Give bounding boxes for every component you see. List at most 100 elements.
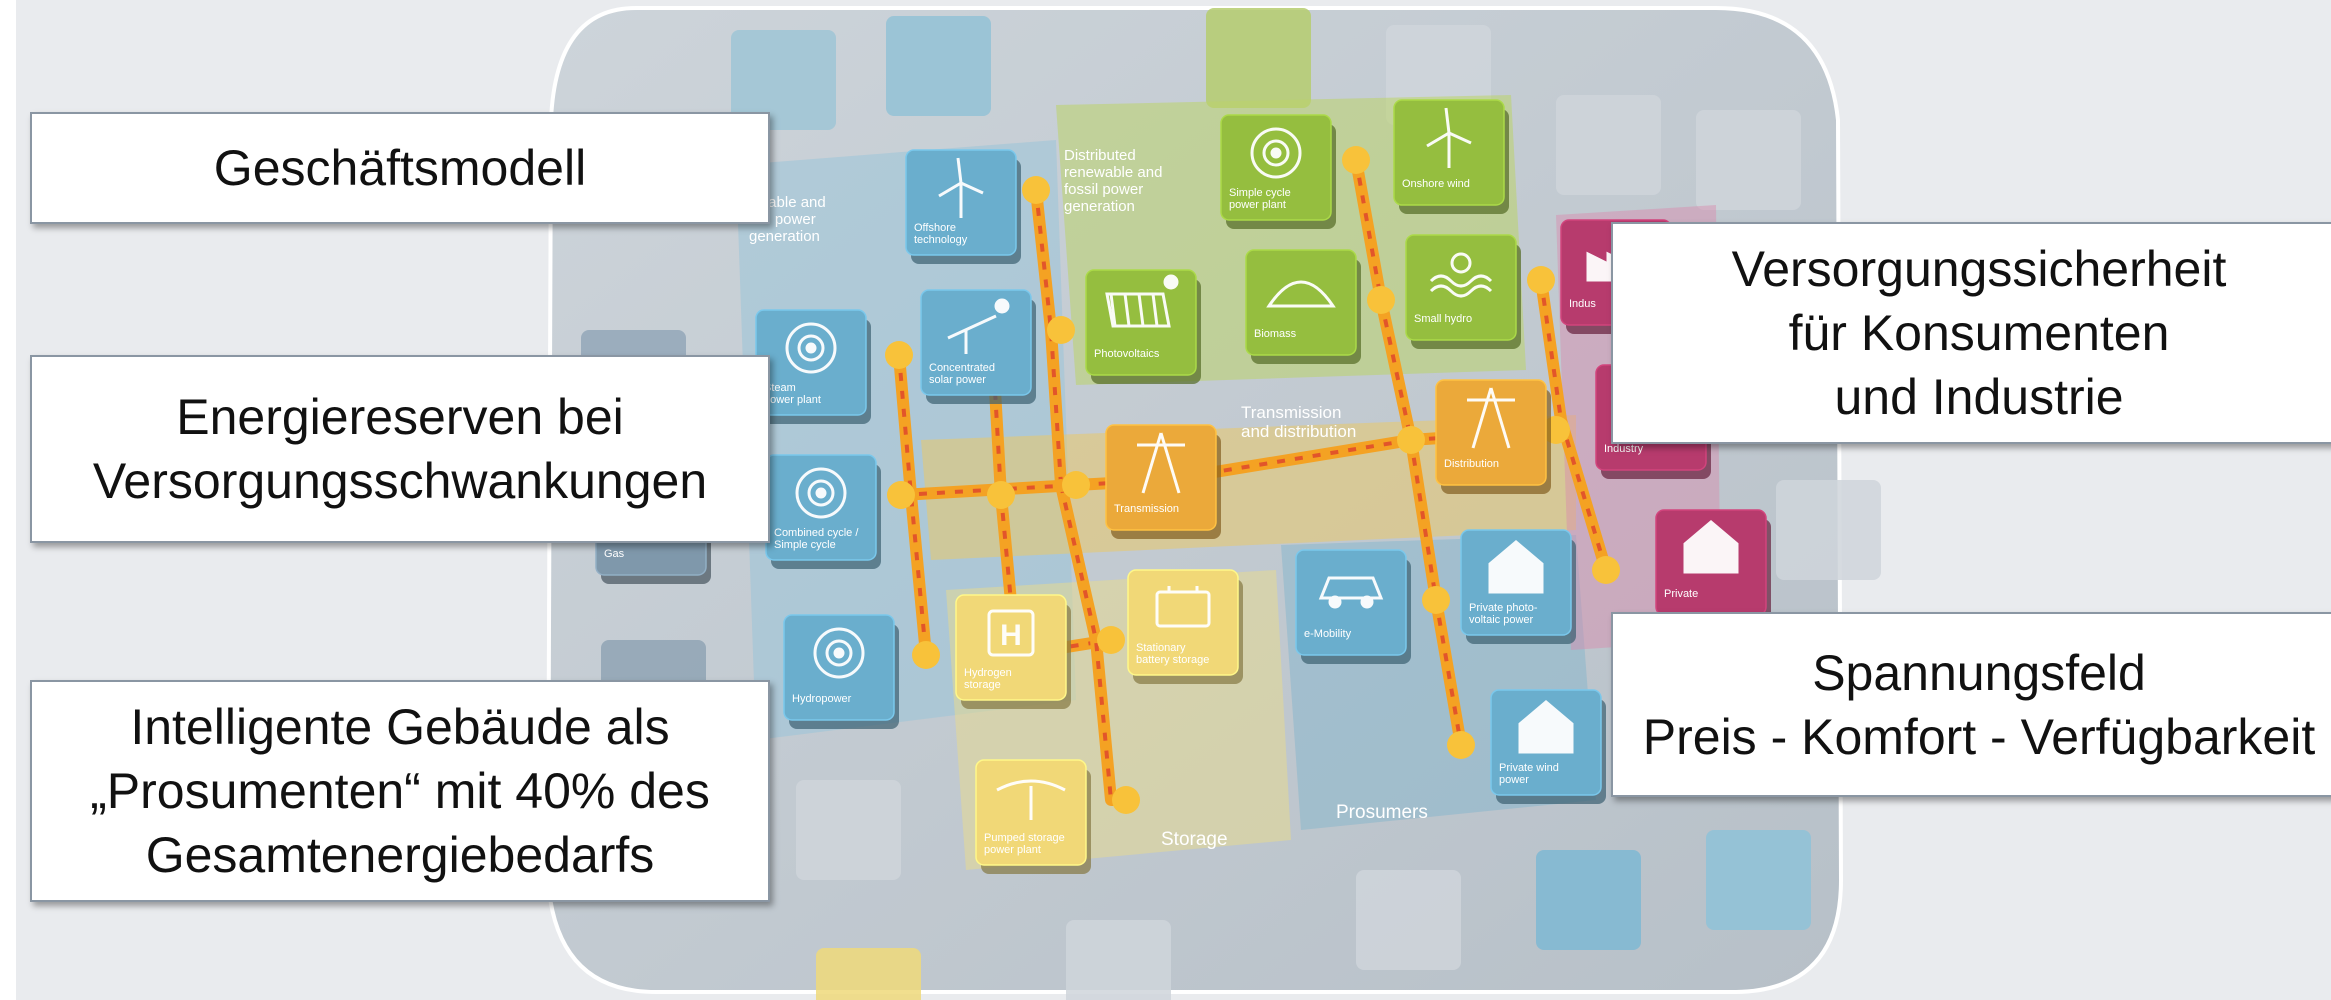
tile-label: power plant bbox=[984, 844, 1041, 856]
flow-node bbox=[1447, 731, 1475, 759]
zone-label-central: generation bbox=[749, 228, 820, 245]
tile-label: storage bbox=[964, 679, 1001, 691]
solar-icon bbox=[947, 298, 1010, 354]
tile-label: Industry bbox=[1604, 443, 1644, 455]
tile-label: Steam bbox=[764, 382, 796, 394]
tile-label: Private photo- bbox=[1469, 602, 1538, 614]
tile-label: battery storage bbox=[1136, 654, 1209, 666]
callout-tension-field: Spannungsfeld Preis - Komfort - Verfügba… bbox=[1611, 612, 2331, 797]
tile-label: Pumped storage bbox=[984, 832, 1065, 844]
callout-energy-reserves: Energiereserven bei Versorgungsschwankun… bbox=[30, 355, 770, 543]
callout-text: Spannungsfeld bbox=[1812, 644, 2146, 701]
wave-icon bbox=[1429, 252, 1493, 298]
turbine-icon bbox=[785, 322, 837, 374]
flow-node bbox=[1397, 426, 1425, 454]
tile-label: Hydropower bbox=[792, 693, 852, 705]
tile-label: technology bbox=[914, 234, 968, 246]
tile-private: Private bbox=[1655, 509, 1771, 624]
background-tile bbox=[1706, 830, 1811, 930]
battery-icon bbox=[1155, 586, 1211, 628]
flow-node bbox=[987, 481, 1015, 509]
zone-label-transmission: Transmission bbox=[1241, 403, 1341, 422]
house-icon bbox=[1683, 520, 1739, 574]
callout-text: Energiereserven bei bbox=[176, 389, 624, 445]
zone-label-distributed: Distributed bbox=[1064, 147, 1136, 164]
tile-label: e-Mobility bbox=[1304, 628, 1352, 640]
callout-text: Gesamtenergiebedarfs bbox=[145, 827, 655, 883]
background-tile bbox=[796, 780, 901, 880]
tile-distribution: Distribution bbox=[1435, 379, 1551, 494]
zone-label-prosumers: Prosumers bbox=[1336, 802, 1428, 823]
callout-text: Versorgungssicherheit bbox=[1731, 241, 2227, 297]
tile-label: Transmission bbox=[1114, 503, 1179, 515]
flow-node bbox=[1592, 556, 1620, 584]
car-icon bbox=[1318, 576, 1384, 609]
tile-hydropower: Hydropower bbox=[783, 614, 899, 729]
background-tile bbox=[1556, 95, 1661, 195]
background-tile bbox=[886, 16, 991, 116]
tile-label: Distribution bbox=[1444, 458, 1499, 470]
tile-label: solar power bbox=[929, 374, 986, 386]
flow-arrows bbox=[1354, 159, 1413, 441]
tile-label: Simple cycle bbox=[1229, 187, 1291, 199]
pump-icon bbox=[996, 779, 1066, 820]
callout-text: Geschäftsmodell bbox=[213, 140, 587, 196]
wind-icon bbox=[938, 157, 984, 218]
tile-label: Simple cycle bbox=[774, 539, 836, 551]
background-tile bbox=[816, 948, 921, 1000]
turbine-icon bbox=[795, 467, 847, 519]
tile-label: power bbox=[1499, 774, 1529, 786]
tile-label: Offshore bbox=[914, 222, 956, 234]
tile-label: Small hydro bbox=[1414, 313, 1472, 325]
pv-icon bbox=[1105, 274, 1179, 328]
h2-icon: H bbox=[987, 609, 1035, 657]
tile-label: Combined cycle / bbox=[774, 527, 859, 539]
tile-label: power plant bbox=[764, 394, 821, 406]
flow-node bbox=[1342, 146, 1370, 174]
background-tile bbox=[1696, 110, 1801, 210]
tile-label: Indus bbox=[1569, 298, 1596, 310]
callout-text: Intelligente Gebäude als bbox=[130, 699, 670, 755]
pole-icon bbox=[1467, 387, 1515, 449]
tower-icon bbox=[1137, 432, 1185, 494]
tile-label: Photovoltaics bbox=[1094, 348, 1160, 360]
flow-node bbox=[885, 341, 913, 369]
background-tile bbox=[1536, 850, 1641, 950]
flow-node bbox=[1022, 176, 1050, 204]
zone-label-distributed: generation bbox=[1064, 198, 1135, 215]
zone-label-transmission: and distribution bbox=[1241, 422, 1356, 441]
tile-label: Biomass bbox=[1254, 328, 1297, 340]
flow-node bbox=[1062, 471, 1090, 499]
tile-label: Concentrated bbox=[929, 362, 995, 374]
callout-text: für Konsumenten bbox=[1788, 305, 2170, 361]
turbine-icon bbox=[813, 627, 865, 679]
tile-label: Hydrogen bbox=[964, 667, 1012, 679]
tile-label: Gas bbox=[604, 548, 625, 560]
zone-label-distributed: fossil power bbox=[1064, 181, 1143, 198]
turbine-icon bbox=[1250, 127, 1302, 179]
flow-node bbox=[1367, 286, 1395, 314]
flow-node bbox=[887, 481, 915, 509]
callout-text: „Prosumenten“ mit 40% des bbox=[90, 763, 710, 819]
tile-label: Private bbox=[1664, 588, 1698, 600]
callout-text: Versorgungsschwankungen bbox=[92, 453, 708, 509]
flow-node bbox=[912, 641, 940, 669]
zone-label-storage: Storage bbox=[1161, 829, 1228, 850]
callout-intelligent-buildings: Intelligente Gebäude als „Prosumenten“ m… bbox=[30, 680, 770, 902]
flow-node bbox=[1422, 586, 1450, 614]
flow-node bbox=[1097, 626, 1125, 654]
callout-supply-security: Versorgungssicherheit für Konsumenten un… bbox=[1611, 222, 2331, 444]
tile-label: Stationary bbox=[1136, 642, 1186, 654]
flow-node bbox=[1527, 266, 1555, 294]
flow-arrows bbox=[989, 319, 1003, 496]
